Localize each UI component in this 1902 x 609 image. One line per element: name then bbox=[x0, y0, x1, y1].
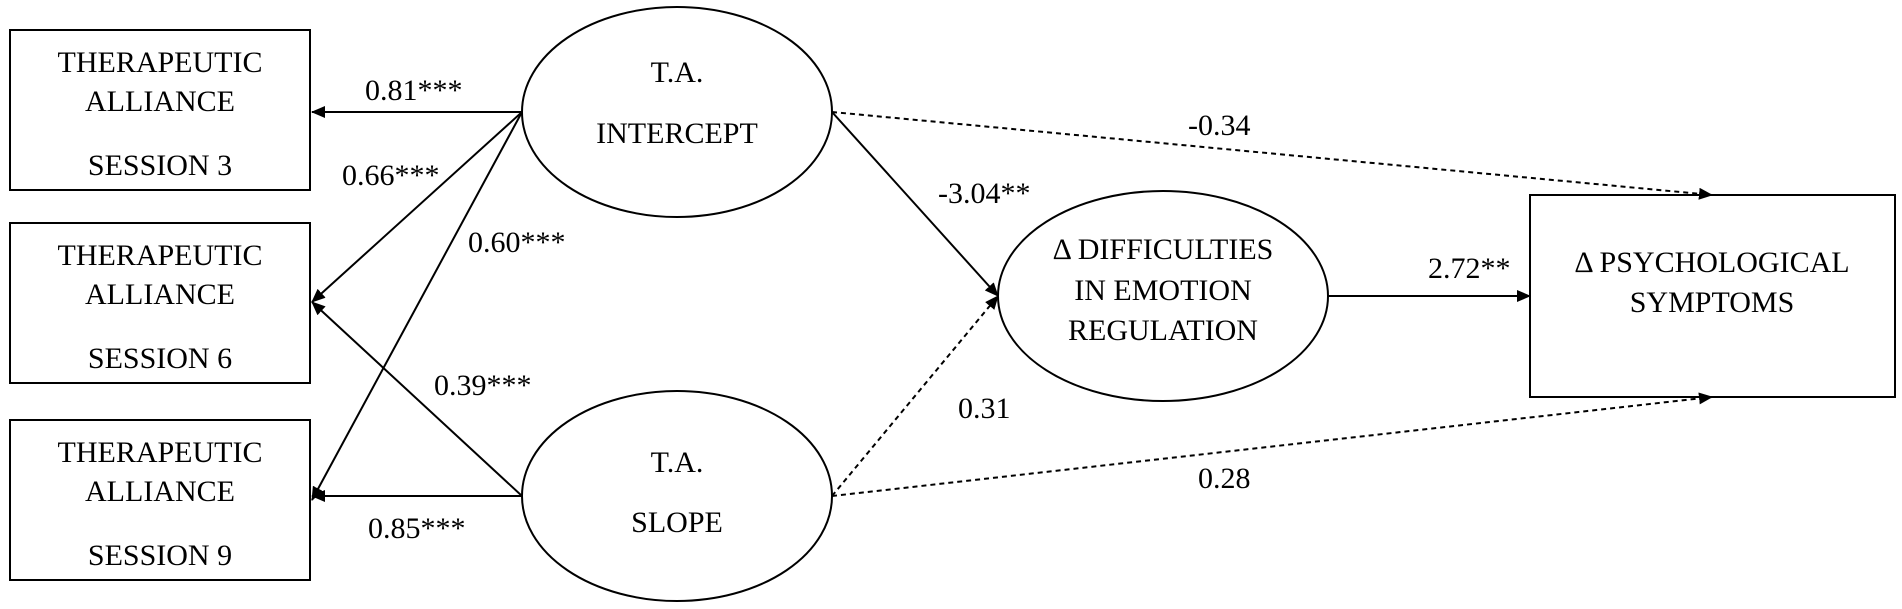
ta-session3-label-line2: ALLIANCE bbox=[85, 85, 235, 118]
coef-intercept-symptoms: -0.34 bbox=[1188, 109, 1251, 142]
coef-slope-s6: 0.39*** bbox=[434, 369, 532, 402]
ta-session6-label-line3: SESSION 6 bbox=[88, 342, 232, 375]
intercept-to-symptoms-arrow bbox=[831, 111, 1713, 200]
difficulties-label-line2: IN EMOTION bbox=[1074, 274, 1251, 307]
coef-intercept-difficulties: -3.04** bbox=[938, 177, 1031, 210]
ta-session6-label-line1: THERAPEUTIC bbox=[58, 239, 263, 272]
coef-slope-symptoms: 0.28 bbox=[1198, 462, 1251, 495]
ta-session3-box: THERAPEUTIC ALLIANCE SESSION 3 bbox=[9, 29, 311, 191]
ta-slope-ellipse: T.A. SLOPE bbox=[521, 390, 833, 602]
difficulties-label-line3: REGULATION bbox=[1068, 314, 1258, 347]
ta-session9-label-line3: SESSION 9 bbox=[88, 539, 232, 572]
slope-to-difficulties-arrow bbox=[831, 295, 999, 497]
ta-intercept-label-line2: INTERCEPT bbox=[596, 117, 758, 150]
ta-session6-label-line2: ALLIANCE bbox=[85, 278, 235, 311]
ta-session3-label-line1: THERAPEUTIC bbox=[58, 46, 263, 79]
ta-session9-label-line1: THERAPEUTIC bbox=[58, 436, 263, 469]
coef-difficulties-symptoms: 2.72** bbox=[1428, 252, 1511, 285]
slope-to-s6-arrow bbox=[311, 301, 523, 497]
intercept-to-s6-arrow bbox=[311, 111, 523, 303]
symptoms-label-line2: SYMPTOMS bbox=[1630, 286, 1795, 319]
intercept-to-s9-arrow bbox=[311, 111, 523, 501]
intercept-to-difficulties-arrow bbox=[831, 111, 999, 297]
ta-session3-label-line3: SESSION 3 bbox=[88, 149, 232, 182]
ta-intercept-label-line1: T.A. bbox=[651, 56, 704, 89]
ta-session9-box: THERAPEUTIC ALLIANCE SESSION 9 bbox=[9, 419, 311, 581]
difficulties-label-line1: Δ DIFFICULTIES bbox=[1053, 233, 1274, 266]
ta-slope-label-line2: SLOPE bbox=[631, 506, 723, 539]
ta-slope-label-line1: T.A. bbox=[651, 446, 704, 479]
ta-session6-box: THERAPEUTIC ALLIANCE SESSION 6 bbox=[9, 222, 311, 384]
coef-intercept-s3: 0.81*** bbox=[365, 74, 463, 107]
difficulties-ellipse: Δ DIFFICULTIES IN EMOTION REGULATION bbox=[997, 190, 1329, 402]
coef-slope-s9: 0.85*** bbox=[368, 512, 466, 545]
symptoms-label-line1: Δ PSYCHOLOGICAL bbox=[1574, 246, 1849, 279]
coef-intercept-s9: 0.60*** bbox=[468, 226, 566, 259]
coef-slope-difficulties: 0.31 bbox=[958, 392, 1011, 425]
ta-session9-label-line2: ALLIANCE bbox=[85, 475, 235, 508]
slope-to-symptoms-arrow bbox=[831, 392, 1713, 497]
coef-intercept-s6: 0.66*** bbox=[342, 159, 440, 192]
symptoms-box: Δ PSYCHOLOGICAL SYMPTOMS bbox=[1529, 194, 1896, 398]
ta-intercept-ellipse: T.A. INTERCEPT bbox=[521, 6, 833, 218]
